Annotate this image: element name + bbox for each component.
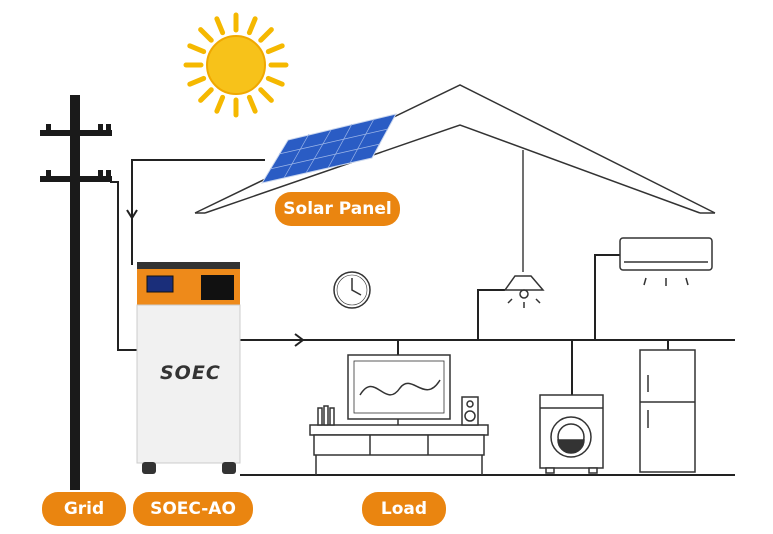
label-grid: Grid <box>42 492 126 526</box>
sun-ray <box>214 16 226 36</box>
solar-panel-icon <box>260 113 397 184</box>
sun-ray <box>198 87 214 103</box>
sun-ray <box>246 16 258 36</box>
tv-icon <box>347 354 451 425</box>
house-roof <box>194 84 716 214</box>
tv-cabinet-icon <box>309 405 489 475</box>
clock-icon <box>333 271 371 309</box>
sun-ray <box>198 27 214 43</box>
sun-ray <box>214 94 226 114</box>
label-solar-panel: Solar Panel <box>275 192 400 226</box>
label-load: Load <box>362 492 446 526</box>
inverter-icon <box>136 262 241 474</box>
label-inverter: SOEC-AO <box>133 492 253 526</box>
sun-ray <box>187 43 207 55</box>
sun-ray <box>265 75 285 87</box>
sun-ray <box>258 87 274 103</box>
sun-ray <box>187 75 207 87</box>
refrigerator-icon <box>639 349 696 473</box>
wiring <box>110 150 735 476</box>
sun-icon <box>183 12 289 118</box>
speaker-icon <box>461 396 479 426</box>
washing-machine-icon <box>539 394 604 474</box>
sun-ray <box>246 94 258 114</box>
utility-pole-icon <box>40 95 112 490</box>
sun-ray <box>258 27 274 43</box>
ceiling-lamp-icon <box>503 275 545 308</box>
inverter-brand: SOEC <box>160 362 221 384</box>
air-conditioner-icon <box>619 237 713 286</box>
sun-ray <box>265 43 285 55</box>
